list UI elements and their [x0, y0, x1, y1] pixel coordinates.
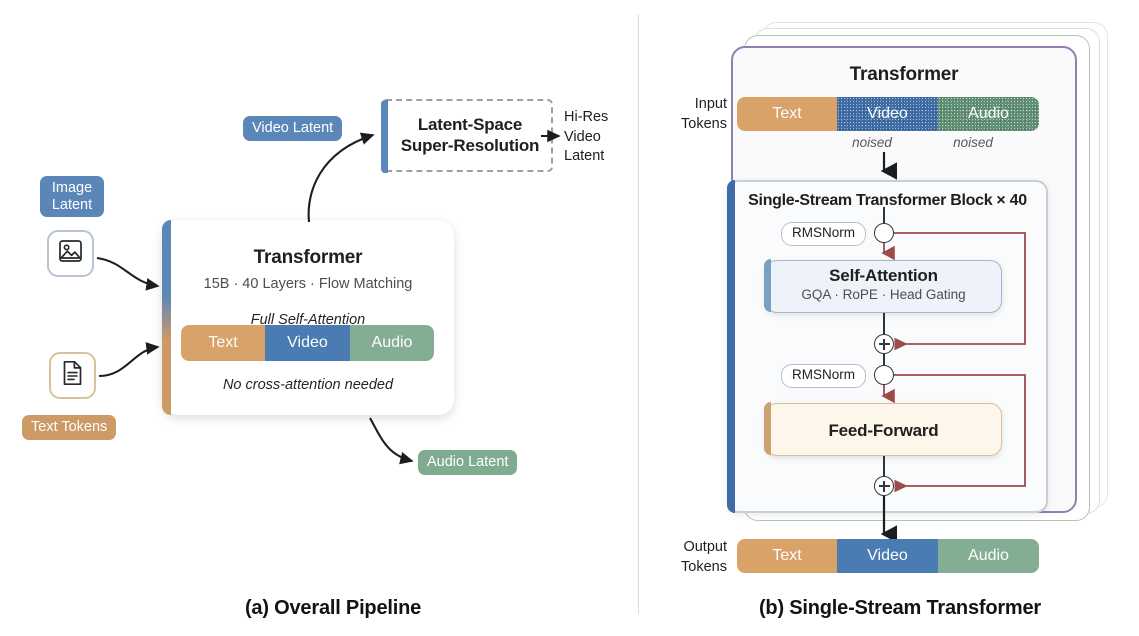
input-token-bar: Text Video Audio: [737, 97, 1039, 131]
token-segment-video: Video: [265, 325, 350, 361]
input-token-audio: Audio: [938, 97, 1039, 131]
residual-path-1: [894, 232, 1026, 351]
hi-res-video-latent-label: Hi-Res Video Latent: [564, 109, 609, 165]
input-token-video: Video: [837, 97, 938, 131]
residual-split-node-2: [874, 365, 894, 385]
panel-a-arrows: [96, 129, 561, 465]
transformer-card-title: Transformer: [253, 247, 363, 268]
feed-forward-box: Feed-Forward: [764, 402, 1002, 456]
noised-label-audio: noised: [953, 135, 993, 150]
output-token-video: Video: [837, 539, 938, 573]
input-tokens-label: Input Tokens: [681, 96, 727, 132]
arrow-transformer-to-sr: [307, 132, 375, 223]
token-segment-text: Text: [181, 325, 265, 361]
self-attention-subtitle: GQA · RoPE · Head Gating: [801, 287, 966, 302]
single-stream-block-title: Single-Stream Transformer Block × 40: [748, 192, 1027, 209]
document-icon-chip: [49, 352, 96, 399]
transformer-card-accent-bar: [162, 220, 171, 415]
super-resolution-accent-bar: [381, 100, 388, 173]
residual-add-node-2: [874, 476, 894, 496]
residual-path-2: [894, 374, 1026, 493]
super-resolution-title: Latent-Space Super-Resolution: [400, 115, 540, 155]
caption-panel-a: (a) Overall Pipeline: [244, 597, 422, 619]
output-tokens-label: Output Tokens: [681, 539, 727, 575]
pill-audio-latent: Audio Latent: [418, 450, 518, 475]
arrow-image-to-transformer: [96, 256, 160, 291]
arrow-text-to-transformer: [98, 342, 160, 378]
transformer-card-note-top: Full Self-Attention: [250, 312, 366, 328]
output-token-text: Text: [737, 539, 837, 573]
self-attention-box: Self-Attention GQA · RoPE · Head Gating: [764, 259, 1002, 313]
image-icon-chip: [47, 230, 94, 277]
transformer-card: Transformer 15B · 40 Layers · Flow Match…: [162, 220, 454, 415]
image-icon: [58, 239, 83, 268]
rmsnorm-chip-1: RMSNorm: [781, 222, 866, 246]
super-resolution-box: Latent-Space Super-Resolution: [381, 99, 553, 173]
transformer-card-token-bar: Text Video Audio: [181, 325, 434, 361]
input-token-text: Text: [737, 97, 837, 131]
single-stream-block-accent-bar: [727, 180, 735, 513]
output-token-audio: Audio: [938, 539, 1039, 573]
pill-text-tokens: Text Tokens: [22, 415, 117, 440]
residual-add-node-1: [874, 334, 894, 354]
self-attention-accent-bar: [764, 259, 772, 313]
transformer-card-note-bottom: No cross-attention needed: [222, 377, 394, 393]
transformer-card-subtitle: 15B · 40 Layers · Flow Matching: [203, 276, 413, 292]
right-transformer-title: Transformer: [849, 64, 959, 85]
feed-forward-title: Feed-Forward: [828, 421, 939, 440]
feed-forward-accent-bar: [764, 402, 772, 456]
arrow-transformer-to-audio: [369, 417, 414, 465]
output-token-bar: Text Video Audio: [737, 539, 1039, 573]
residual-split-node-1: [874, 223, 894, 243]
document-icon: [61, 360, 84, 391]
caption-panel-b: (b) Single-Stream Transformer: [758, 597, 1042, 619]
self-attention-title: Self-Attention: [829, 266, 938, 285]
token-segment-audio: Audio: [350, 325, 434, 361]
rmsnorm-chip-2: RMSNorm: [781, 364, 866, 388]
panel-divider: [638, 14, 639, 614]
pill-image-latent: Image Latent: [40, 176, 104, 218]
pill-video-latent: Video Latent: [243, 116, 343, 141]
noised-label-video: noised: [852, 135, 892, 150]
